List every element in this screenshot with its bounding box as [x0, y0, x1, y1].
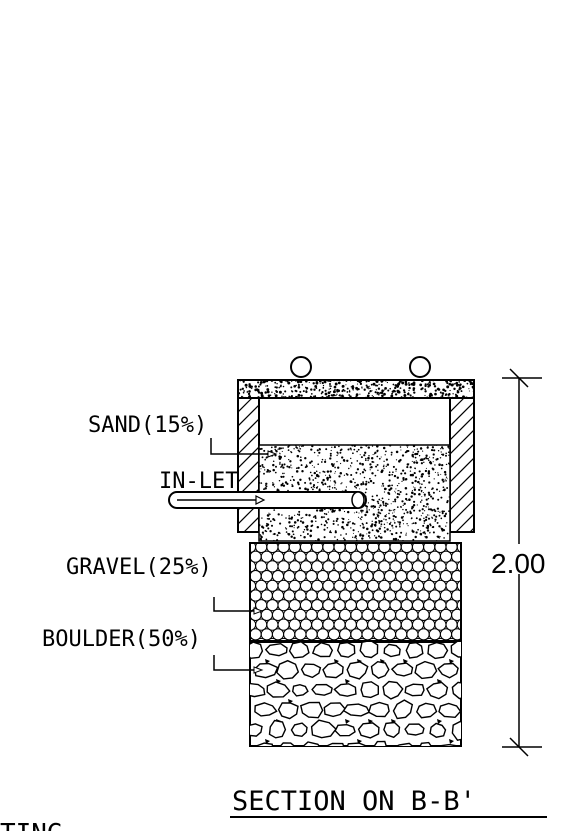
- label-gravel: GRAVEL(25%): [66, 555, 212, 580]
- leader-sand: [210, 438, 268, 455]
- section-title: SECTION ON B-B': [232, 786, 476, 817]
- wall-right: [449, 397, 475, 533]
- inlet-pipe: [168, 491, 367, 509]
- arrow-sand: [267, 450, 278, 458]
- leader-gravel: [213, 597, 254, 612]
- boulder-layer: [249, 641, 462, 747]
- cover-slab: [237, 379, 475, 399]
- dimension-text: 2.00: [491, 548, 546, 579]
- leader-boulder: [213, 655, 254, 671]
- arrow-gravel: [253, 607, 264, 615]
- label-sand: SAND(15%): [88, 413, 207, 438]
- cover-ring-right: [409, 356, 431, 378]
- gravel-layer: [249, 542, 462, 642]
- label-inlet: IN-LET: [159, 469, 238, 494]
- cover-ring-left: [290, 356, 312, 378]
- cut-off-text: TING: [0, 819, 63, 831]
- arrow-boulder: [253, 666, 264, 674]
- label-boulder: BOULDER(50%): [42, 627, 201, 652]
